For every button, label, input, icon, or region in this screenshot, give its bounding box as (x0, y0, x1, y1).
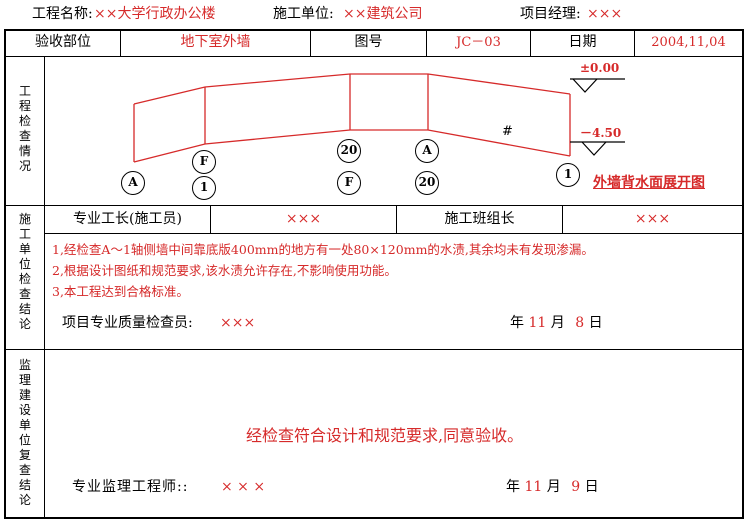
axis-bubble: A (415, 139, 439, 163)
table-border-top (4, 29, 744, 31)
project-name-label: 工程名称: (32, 6, 93, 22)
wall-elevation-diagram (133, 73, 625, 163)
conclusion-line: 3,本工程达到合格标准。 (52, 284, 189, 299)
date-year: 年 (510, 315, 524, 331)
col-divider (426, 29, 427, 56)
axis-bubble: 20 (337, 139, 361, 163)
date-day: 日 (588, 315, 603, 331)
contractor-label: 施工单位: (273, 6, 334, 22)
diagram-caption: 外墙背水面展开图 (593, 175, 705, 191)
section-title-contractor: 施工单位检查结论 (18, 212, 31, 331)
table-border-bottom (4, 517, 744, 519)
review-date: 年 11 月 9 日 (506, 479, 599, 495)
table-border-left (4, 29, 6, 519)
date-label: 日期 (568, 34, 597, 50)
part-value: 地下室外墙 (180, 34, 251, 50)
date-month: 月 (546, 479, 561, 495)
drawing-value: JC－03 (456, 35, 501, 50)
foreman-value: ××× (285, 211, 322, 227)
inspector-label: 项目专业质量检查员: (62, 315, 193, 331)
date-day-value: 9 (571, 479, 581, 495)
manager-label: 项目经理: (520, 6, 581, 22)
team-leader-value: ××× (634, 211, 671, 227)
col-divider (210, 205, 211, 233)
inspector-value: ××× (220, 315, 256, 331)
col-divider (634, 29, 635, 56)
hash-mark: # (502, 124, 513, 139)
row-divider (4, 56, 744, 57)
table-border-right (742, 29, 744, 519)
date-year: 年 (506, 479, 520, 495)
date-day-value: 8 (575, 315, 585, 331)
date-month: 月 (550, 315, 565, 331)
elevation-top-label: ±0.00 (580, 61, 620, 75)
foreman-label: 专业工长(施工员) (73, 211, 182, 227)
date-value: 2004,11,04 (651, 35, 726, 50)
axis-bubble: 1 (192, 176, 216, 200)
date-month-value: 11 (524, 479, 543, 495)
section-title-inspection: 工程检查情况 (18, 84, 31, 173)
conclusion-line: 1,经检查A～1轴侧墙中间靠底版400mm的地方有一处80×120mm的水渍,其… (52, 242, 594, 257)
col-divider (44, 56, 45, 518)
drawing-label: 图号 (354, 34, 383, 50)
supervising-engineer-value: × × × (221, 479, 266, 495)
col-divider (396, 205, 397, 233)
axis-bubble: F (337, 171, 361, 195)
col-divider (120, 29, 121, 56)
col-divider (562, 205, 563, 233)
project-name-value: ××大学行政办公楼 (94, 6, 216, 22)
row-divider (44, 233, 744, 234)
conclusion-line: 2,根据设计图纸和规范要求,该水渍允许存在,不影响使用功能。 (52, 263, 397, 278)
manager-value: ××× (587, 6, 623, 22)
elevation-bottom-label: －4.50 (580, 126, 622, 140)
col-divider (310, 29, 311, 56)
axis-bubble: F (192, 150, 216, 174)
row-divider (4, 349, 744, 350)
contractor-value: ××建筑公司 (343, 6, 423, 22)
axis-bubble: 1 (556, 163, 580, 187)
supervising-engineer-label: 专业监理工程师:: (72, 479, 189, 495)
date-month-value: 11 (528, 315, 547, 331)
wall-outline (133, 73, 571, 163)
part-label: 验收部位 (35, 34, 91, 50)
elevation-markers (570, 78, 625, 156)
inspection-date: 年 11 月 8 日 (510, 315, 603, 331)
axis-bubble: 20 (415, 171, 439, 195)
row-divider (4, 205, 744, 206)
section-title-supervisor: 监理建设单位复查结论 (18, 358, 31, 507)
axis-bubble: A (121, 171, 145, 195)
date-day: 日 (584, 479, 599, 495)
team-leader-label: 施工班组长 (444, 211, 515, 227)
col-divider (530, 29, 531, 56)
supervisor-conclusion: 经检查符合设计和规范要求,同意验收。 (246, 426, 524, 445)
